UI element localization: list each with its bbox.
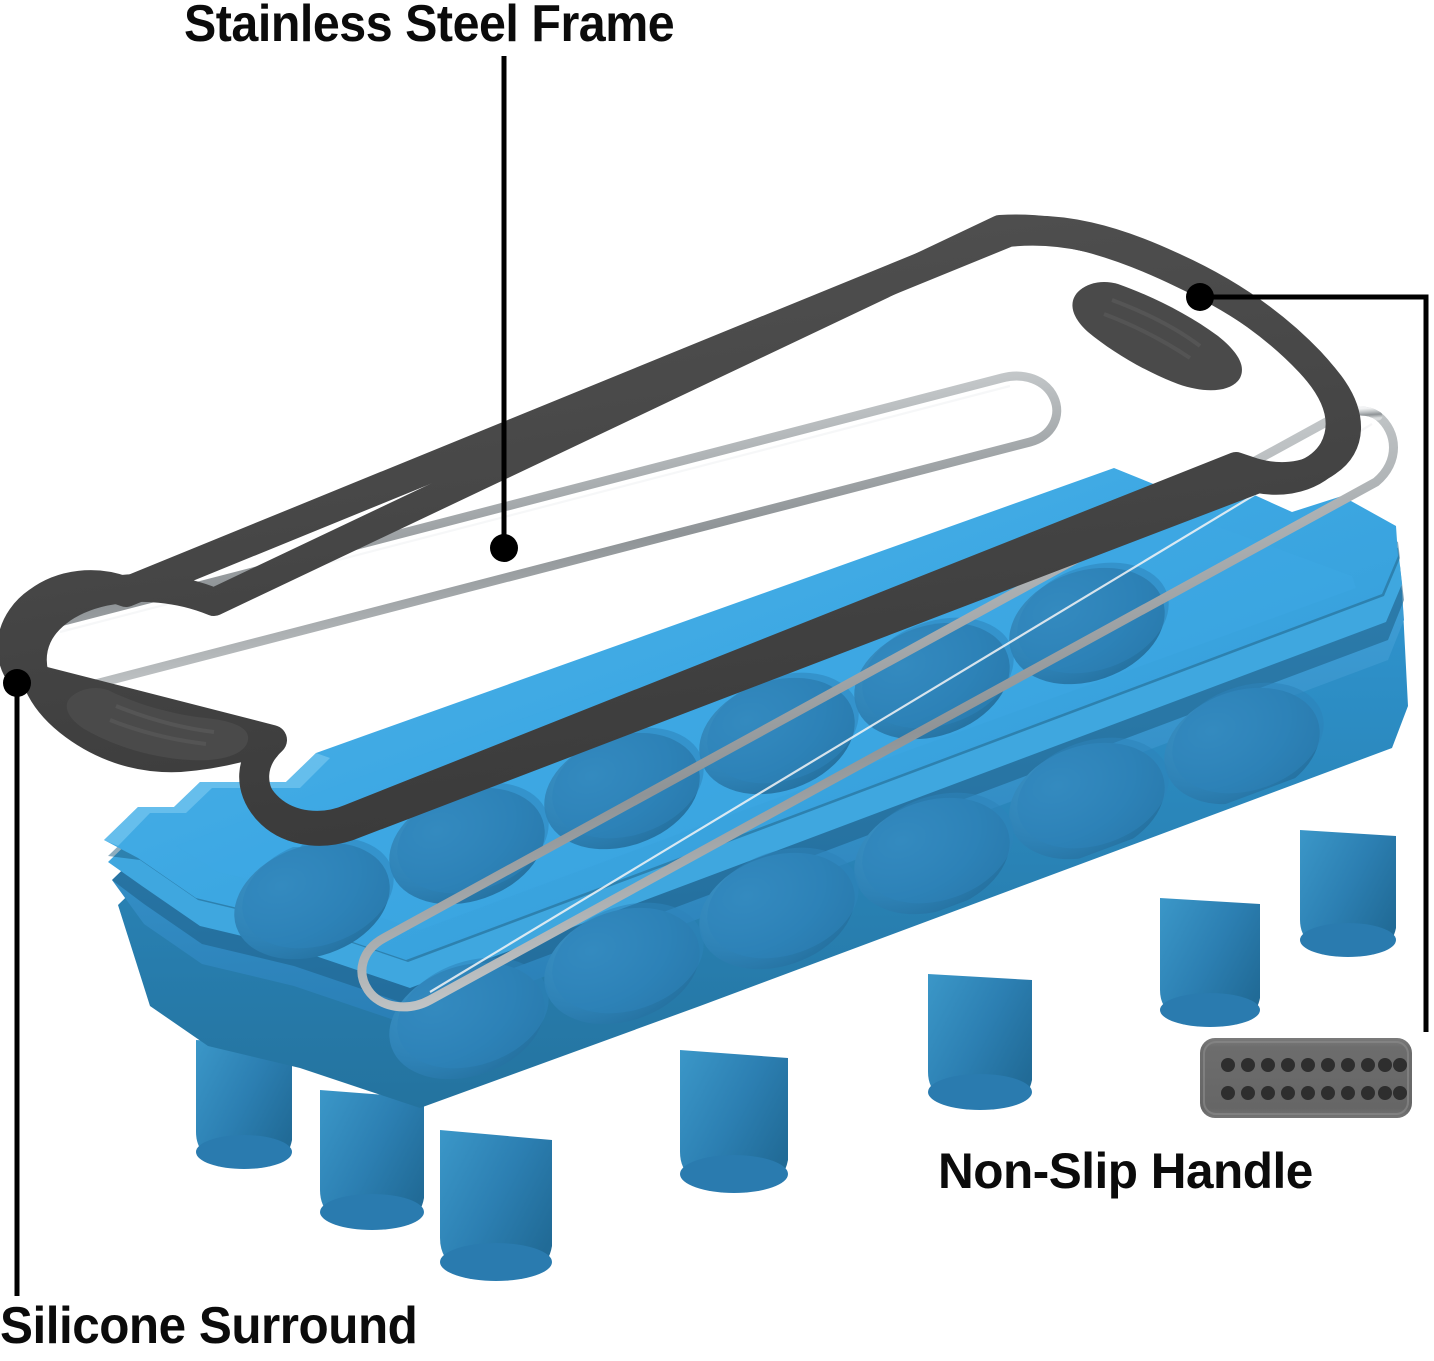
leader-dot-silicone [3,669,31,697]
tray-cavity [854,792,1014,915]
tray-cavity [1009,737,1169,860]
tray-cavity [544,727,704,850]
tray-cavity [234,837,394,960]
tray-cup-group [196,830,1396,1281]
leader-lines [3,56,1429,1296]
tray-cavity [544,902,704,1025]
label-silicone-surround: Silicone Surround [0,1297,418,1355]
tray-cavity [1164,682,1324,805]
tray-cavity [699,847,859,970]
label-stainless-steel-frame: Stainless Steel Frame [184,0,675,53]
silicone-lid-ring [18,214,1361,839]
leader-dot-nonslip [1186,283,1214,311]
tray-cavity [1009,562,1169,685]
non-slip-handle-swatch [1200,1038,1412,1118]
leader-dot-stainless [490,534,518,562]
tray-cavity [389,957,549,1080]
label-non-slip-handle: Non-Slip Handle [938,1143,1313,1199]
leader-line-nonslip [1213,294,1429,1032]
